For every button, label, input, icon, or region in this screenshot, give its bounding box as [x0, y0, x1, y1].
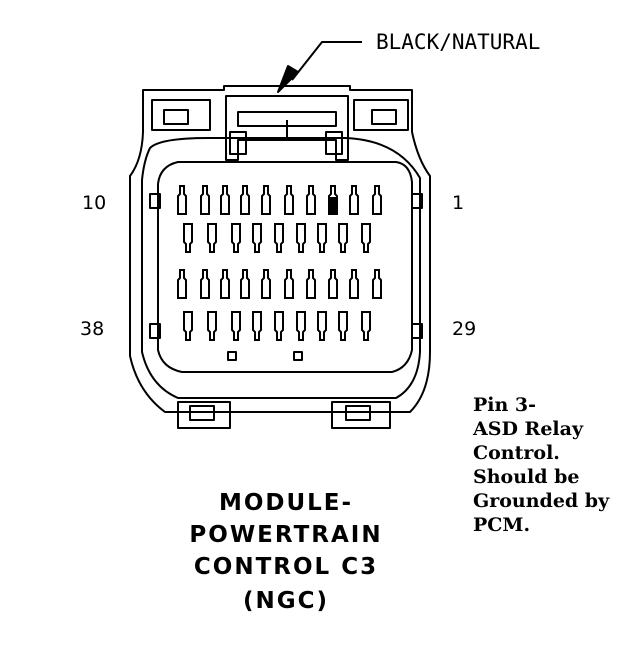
center-lock-key-left	[229, 131, 247, 155]
terminal-cavity-r1-c2	[200, 185, 210, 215]
title-line-3: CONTROL C3	[193, 554, 379, 580]
title-line-2: POWERTRAIN	[189, 522, 383, 548]
pin-number-29: 29	[452, 318, 477, 340]
connector-inner-shell	[141, 137, 421, 399]
terminal-pin-3-highlight	[329, 197, 337, 213]
terminal-cavity-r1-c4	[240, 185, 250, 215]
latch-pad-bottom-left	[177, 401, 231, 429]
terminal-grid	[177, 185, 382, 341]
latch-pad-top-right	[353, 99, 409, 131]
latch-pad-bottom-left-slot	[189, 405, 215, 421]
side-tab-right-top	[411, 193, 423, 209]
terminal-cavity-r3-c1	[177, 269, 187, 299]
note-line-4: Should be	[473, 466, 580, 488]
side-tab-left-bottom	[149, 323, 161, 339]
terminal-cavity-r2-c4	[252, 223, 262, 253]
terminal-cavity-r1-c9	[349, 185, 359, 215]
terminal-cavity-r4-c7	[317, 311, 327, 341]
terminal-cavity-r3-c10	[372, 269, 382, 299]
terminal-cavity-r3-c4	[240, 269, 250, 299]
side-tab-left-top	[149, 193, 161, 209]
terminal-cavity-r1-c5	[261, 185, 271, 215]
note-line-3: Control.	[473, 442, 560, 464]
terminal-cavity-r1-c8	[328, 185, 338, 215]
note-line-6: PCM.	[473, 514, 531, 536]
terminal-cavity-r1-c1	[177, 185, 187, 215]
terminal-cavity-r4-c4	[252, 311, 262, 341]
terminal-cavity-r4-c5	[274, 311, 284, 341]
callout-arrowhead	[277, 65, 299, 93]
callout-leader-line	[291, 41, 362, 81]
center-lock-outline	[225, 95, 349, 161]
terminal-cavity-r4-c3	[231, 311, 241, 341]
terminal-cavity-r1-c10	[372, 185, 382, 215]
terminal-cavity-r4-c6	[296, 311, 306, 341]
latch-pad-top-left-slot	[163, 109, 189, 125]
pin-number-1: 1	[452, 192, 465, 214]
terminal-cavity-r2-c7	[317, 223, 327, 253]
terminal-cavity-r4-c2	[207, 311, 217, 341]
terminal-cavity-r1-c6	[284, 185, 294, 215]
terminal-cavity-r2-c6	[296, 223, 306, 253]
terminal-cavity-r2-c3	[231, 223, 241, 253]
latch-pad-bottom-right-slot	[345, 405, 371, 421]
window-key-left	[227, 351, 237, 361]
side-tab-right-bottom	[411, 323, 423, 339]
window-key-right	[293, 351, 303, 361]
terminal-cavity-r2-c5	[274, 223, 284, 253]
cavity-window	[157, 161, 413, 373]
note-line-2: ASD Relay	[473, 418, 584, 440]
terminal-cavity-r3-c3	[220, 269, 230, 299]
terminal-cavity-r3-c7	[306, 269, 316, 299]
terminal-cavity-r1-c7	[306, 185, 316, 215]
terminal-cavity-r1-c3	[220, 185, 230, 215]
terminal-cavity-r2-c2	[207, 223, 217, 253]
terminal-cavity-r2-c8	[338, 223, 348, 253]
note-line-5: Grounded by	[473, 490, 610, 512]
terminal-cavity-r3-c8	[328, 269, 338, 299]
terminal-cavity-r3-c9	[349, 269, 359, 299]
terminal-cavity-r4-c9	[361, 311, 371, 341]
terminal-cavity-r2-c9	[361, 223, 371, 253]
terminal-cavity-r2-c1	[183, 223, 193, 253]
latch-pad-bottom-right	[331, 401, 391, 429]
terminal-cavity-r4-c1	[183, 311, 193, 341]
title-line-4: (NGC)	[242, 588, 330, 614]
pin-number-38: 38	[80, 318, 105, 340]
terminal-cavity-r3-c6	[284, 269, 294, 299]
terminal-cavity-r3-c5	[261, 269, 271, 299]
callout-label: BLACK/NATURAL	[376, 30, 541, 54]
note-line-1: Pin 3-	[473, 394, 537, 416]
connector-outer-shell	[129, 85, 431, 413]
terminal-cavity-r3-c2	[200, 269, 210, 299]
pin-number-10: 10	[82, 192, 107, 214]
terminal-cavity-r4-c8	[338, 311, 348, 341]
title-line-1: MODULE-	[218, 490, 354, 516]
latch-pad-top-right-slot	[371, 109, 397, 125]
latch-pad-top-left	[151, 99, 211, 131]
center-lock-key-right	[325, 131, 343, 155]
